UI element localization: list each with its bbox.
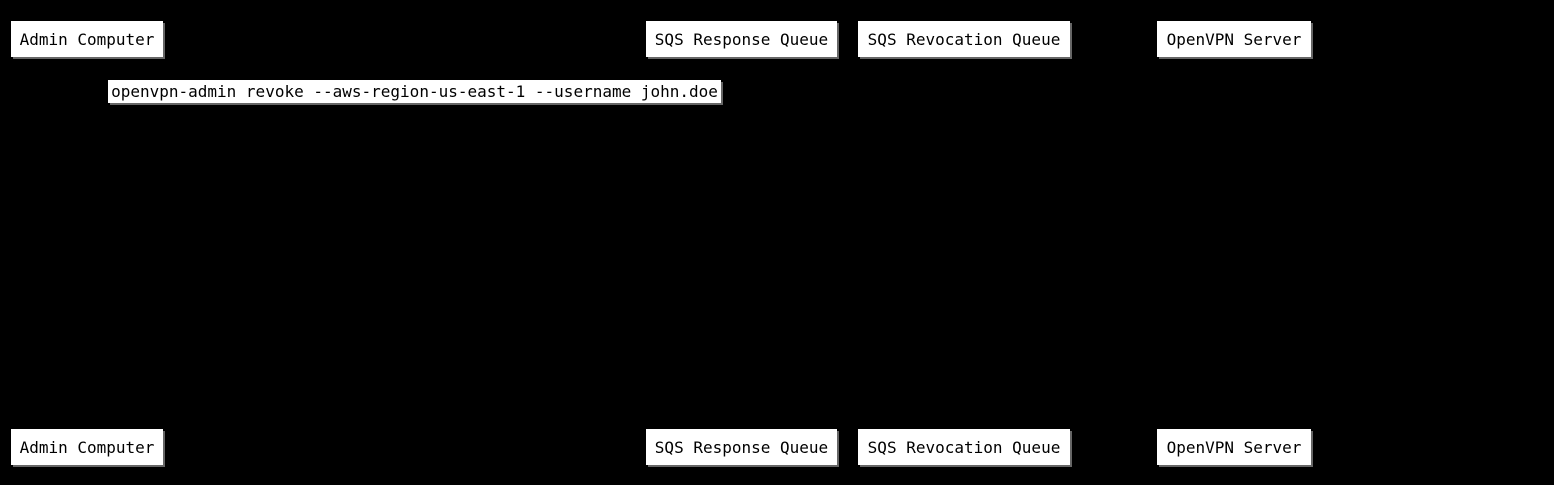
- lifeline-admin-computer: [87, 57, 88, 429]
- participant-top-admin-computer: Admin Computer: [11, 21, 163, 57]
- participant-top-sqs-response-queue: SQS Response Queue: [646, 21, 837, 57]
- lifeline-sqs-response-queue: [741, 57, 742, 429]
- participant-bottom-sqs-revocation-queue: SQS Revocation Queue: [858, 429, 1070, 465]
- participant-bottom-admin-computer: Admin Computer: [11, 429, 163, 465]
- lifeline-sqs-revocation-queue: [964, 57, 965, 429]
- participant-top-sqs-revocation-queue: SQS Revocation Queue: [858, 21, 1070, 57]
- participant-top-openvpn-server: OpenVPN Server: [1157, 21, 1311, 57]
- participant-bottom-sqs-response-queue: SQS Response Queue: [646, 429, 837, 465]
- message-label-revoke-command: openvpn-admin revoke --aws-region-us-eas…: [108, 80, 721, 103]
- participant-bottom-openvpn-server: OpenVPN Server: [1157, 429, 1311, 465]
- lifeline-openvpn-server: [1234, 57, 1235, 429]
